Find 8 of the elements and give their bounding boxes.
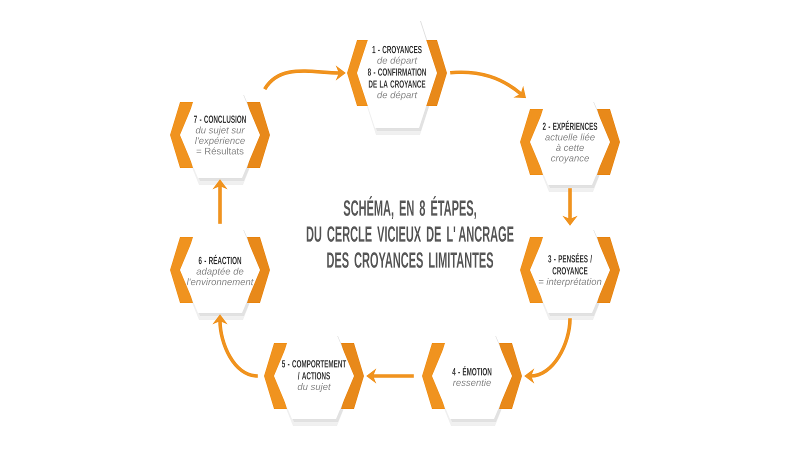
- hexagon-node: 6 - RÉACTION adaptée de l'environnement: [170, 227, 270, 320]
- hexagon-node: 1 - CROYANCES de départ 8 - CONFIRMATION DE LA CROYANCE de départ: [347, 18, 447, 135]
- hexagon-node: 7 - CONCLUSION du sujet sur l'expérience = Résultats: [170, 92, 270, 185]
- hexagon-node: 2 - EXPÉRIENCES actuelle liée à cette croyance: [520, 99, 620, 192]
- hexagon-node: 3 - PENSÉES / CROYANCE = interprétation: [520, 227, 620, 320]
- title: SCHÉMA, EN 8 ÉTAPES, DU CERCLE VICIEUX DE L'ANCRAGE DES CROYANCES LIMITANTES: [306, 196, 514, 268]
- hexagon-node: 4 - ÉMOTION ressentie: [422, 333, 522, 426]
- hexagon-node: 5 - COMPORTEMENT / ACTIONS du sujet: [264, 333, 364, 426]
